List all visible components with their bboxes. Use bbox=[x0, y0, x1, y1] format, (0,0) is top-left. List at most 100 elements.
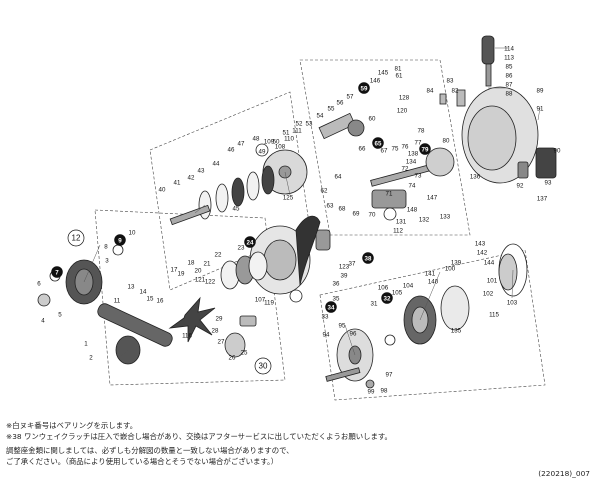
callout-label: 63 bbox=[327, 202, 334, 209]
part-callout-119: 119 bbox=[264, 299, 274, 306]
callout-label: 115 bbox=[489, 311, 499, 318]
callout-label: 8 bbox=[104, 243, 108, 250]
clutch-lever bbox=[481, 35, 495, 65]
part-callout-134: 134 bbox=[406, 158, 417, 165]
callout-label: 86 bbox=[506, 72, 513, 79]
part-callout-137: 137 bbox=[537, 195, 548, 202]
clutch-roller bbox=[315, 229, 331, 251]
callout-label: 106 bbox=[378, 284, 389, 291]
callout-label: 14 bbox=[140, 288, 147, 295]
callout-label: 76 bbox=[402, 143, 409, 150]
part-callout-27: 27 bbox=[218, 338, 225, 345]
part-callout-105: 105 bbox=[392, 289, 403, 296]
callout-label: 69 bbox=[353, 210, 360, 217]
callout-label: 97 bbox=[386, 371, 393, 378]
part-callout-63: 63 bbox=[327, 202, 334, 209]
part-drawings bbox=[37, 35, 557, 389]
callout-label: 37 bbox=[349, 260, 356, 267]
part-callout-142: 142 bbox=[477, 249, 488, 256]
callout-label: 98 bbox=[381, 387, 388, 394]
callout-label: 90 bbox=[554, 147, 561, 154]
callout-label: 40 bbox=[159, 186, 166, 193]
callout-label: 9 bbox=[118, 237, 122, 244]
part-callout-113: 113 bbox=[504, 54, 514, 61]
callout-label: 36 bbox=[333, 280, 340, 287]
leader bbox=[83, 244, 101, 283]
callout-label: 137 bbox=[537, 195, 548, 202]
part-callout-46: 46 bbox=[228, 146, 235, 153]
callout-label: 32 bbox=[384, 295, 391, 302]
part-callout-103: 103 bbox=[507, 299, 518, 306]
part-callout-121: 121 bbox=[195, 276, 206, 283]
callout-label: 77 bbox=[415, 139, 422, 146]
note-washer: 調整座金類に関しましては、必ずしも分解図の数量と一致しない場合がありますので、 bbox=[6, 446, 294, 455]
part-callout-95: 95 bbox=[339, 322, 346, 329]
part-callout-68: 68 bbox=[339, 205, 346, 212]
part-callout-56: 56 bbox=[337, 99, 344, 106]
part-callout-61: 61 bbox=[396, 72, 403, 79]
part-callout-141: 141 bbox=[425, 270, 436, 277]
bearing-lower bbox=[289, 289, 303, 303]
callout-label: 94 bbox=[323, 331, 330, 338]
callout-label: 27 bbox=[218, 338, 225, 345]
part-callout-57: 57 bbox=[347, 93, 354, 100]
drag-washer-3 bbox=[231, 177, 245, 207]
part-callout-82: 82 bbox=[452, 87, 459, 94]
callout-badge bbox=[51, 266, 63, 278]
part-callout-67: 67 bbox=[381, 147, 388, 154]
part-callout-41: 41 bbox=[174, 179, 181, 186]
part-callout-71: 71 bbox=[386, 190, 393, 197]
callout-label: 141 bbox=[425, 270, 436, 277]
callout-label: 103 bbox=[507, 299, 518, 306]
callout-label: 48 bbox=[253, 135, 260, 142]
part-callout-143: 143 bbox=[475, 240, 486, 247]
pin-part bbox=[485, 63, 492, 87]
part-callout-75: 75 bbox=[392, 145, 399, 152]
callout-label: 62 bbox=[321, 187, 328, 194]
part-callout-4: 4 bbox=[41, 317, 45, 324]
part-callout-111: 111 bbox=[292, 127, 302, 134]
callout-label: 54 bbox=[317, 112, 324, 119]
callout-label: 70 bbox=[369, 211, 376, 218]
callout-label: 29 bbox=[216, 315, 223, 322]
part-callout-102: 102 bbox=[483, 290, 494, 297]
part-callout-73: 73 bbox=[415, 172, 422, 179]
callout-label: 61 bbox=[396, 72, 403, 79]
part-callout-70: 70 bbox=[369, 211, 376, 218]
callout-badge bbox=[254, 357, 272, 375]
part-callout-104: 104 bbox=[403, 282, 414, 289]
part-callout-133: 133 bbox=[440, 213, 451, 220]
part-callout-2: 2 bbox=[89, 354, 93, 361]
callout-label: 119 bbox=[264, 299, 274, 306]
callout-label: 19 bbox=[178, 270, 185, 277]
part-callout-145: 145 bbox=[378, 69, 389, 76]
bearing-mid bbox=[383, 207, 397, 221]
part-callout-25: 25 bbox=[241, 349, 248, 356]
callout-label: 87 bbox=[506, 81, 513, 88]
drive-shaft bbox=[169, 204, 211, 226]
callout-label: 5 bbox=[58, 311, 62, 318]
part-callout-39: 39 bbox=[341, 272, 348, 279]
part-callout-29: 29 bbox=[216, 315, 223, 322]
part-callout-69: 69 bbox=[353, 210, 360, 217]
callout-label: 46 bbox=[228, 146, 235, 153]
part-callout-40: 40 bbox=[159, 186, 166, 193]
callout-label: 73 bbox=[415, 172, 422, 179]
part-callout-42: 42 bbox=[188, 174, 195, 181]
callout-label: 4 bbox=[41, 317, 45, 324]
callout-label: 66 bbox=[359, 145, 366, 152]
callout-label: 89 bbox=[537, 87, 544, 94]
callout-label: 121 bbox=[195, 276, 206, 283]
callout-badge bbox=[114, 234, 126, 246]
callout-label: 112 bbox=[393, 227, 403, 234]
callout-label: 6 bbox=[37, 280, 41, 287]
gear-stack-3 bbox=[248, 251, 268, 281]
callout-badge bbox=[244, 236, 256, 248]
callout-label: 22 bbox=[215, 251, 222, 258]
part-callout-43: 43 bbox=[198, 167, 205, 174]
callout-label: 128 bbox=[399, 94, 410, 101]
part-callout-6: 6 bbox=[37, 280, 41, 287]
part-callout-122: 122 bbox=[205, 278, 216, 285]
part-callout-10: 10 bbox=[129, 229, 136, 236]
callout-label: 140 bbox=[428, 278, 439, 285]
